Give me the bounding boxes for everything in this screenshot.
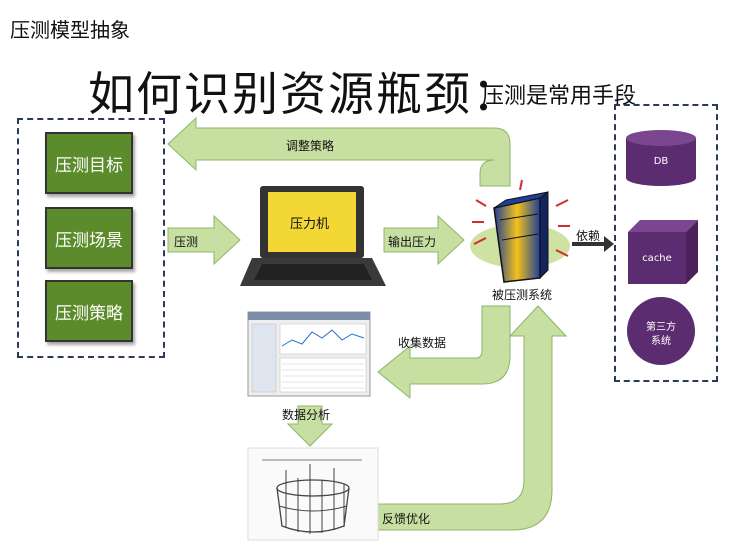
target-note-scenario: 压测场景 bbox=[45, 207, 133, 269]
depend-label: 依赖 bbox=[576, 229, 601, 243]
third-party-circle bbox=[627, 297, 695, 365]
collect-data-label: 收集数据 bbox=[398, 336, 447, 350]
targets-group bbox=[17, 118, 165, 358]
target-note-strategy: 压测策略 bbox=[45, 280, 133, 342]
adjust-strategy-arrow bbox=[167, 116, 511, 187]
dependencies-group bbox=[614, 104, 718, 382]
test-label: 压测 bbox=[174, 235, 199, 249]
system-under-test-label: 被压测系统 bbox=[492, 288, 553, 302]
third-party-label-line2: 系统 bbox=[651, 336, 671, 347]
target-note-scenario-label: 压测场景 bbox=[55, 230, 123, 251]
data-analysis-arrow bbox=[286, 405, 334, 447]
feedback-arrow bbox=[377, 305, 568, 531]
cache-cube bbox=[628, 220, 698, 284]
output-pressure-arrow bbox=[383, 214, 465, 266]
monitoring-screenshot bbox=[247, 311, 371, 397]
barrel-illustration bbox=[247, 447, 379, 541]
target-note-strategy-label: 压测策略 bbox=[55, 303, 123, 324]
data-analysis-label: 数据分析 bbox=[282, 408, 331, 422]
page-heading: 压测模型抽象 bbox=[10, 18, 130, 42]
third-party-label-line1: 第三方 bbox=[646, 322, 676, 333]
db-cylinder bbox=[626, 130, 696, 186]
diagram-subtitle: 压测是常用手段 bbox=[482, 84, 637, 109]
feedback-label: 反馈优化 bbox=[382, 512, 431, 526]
diagram-title: 如何识别资源瓶颈： bbox=[88, 67, 520, 121]
db-label: DB bbox=[653, 156, 669, 167]
adjust-strategy-label: 调整策略 bbox=[286, 139, 335, 153]
dependency-arrow bbox=[572, 236, 614, 252]
load-machine-laptop bbox=[240, 186, 386, 286]
output-pressure-label: 输出压力 bbox=[388, 235, 437, 249]
test-arrow bbox=[167, 214, 241, 266]
cache-label: cache bbox=[642, 253, 672, 264]
system-under-test-server bbox=[470, 179, 570, 283]
collect-data-arrow bbox=[377, 305, 511, 400]
target-note-goal-label: 压测目标 bbox=[55, 155, 123, 176]
target-note-goal: 压测目标 bbox=[45, 132, 133, 194]
load-machine-label: 压力机 bbox=[290, 217, 330, 232]
